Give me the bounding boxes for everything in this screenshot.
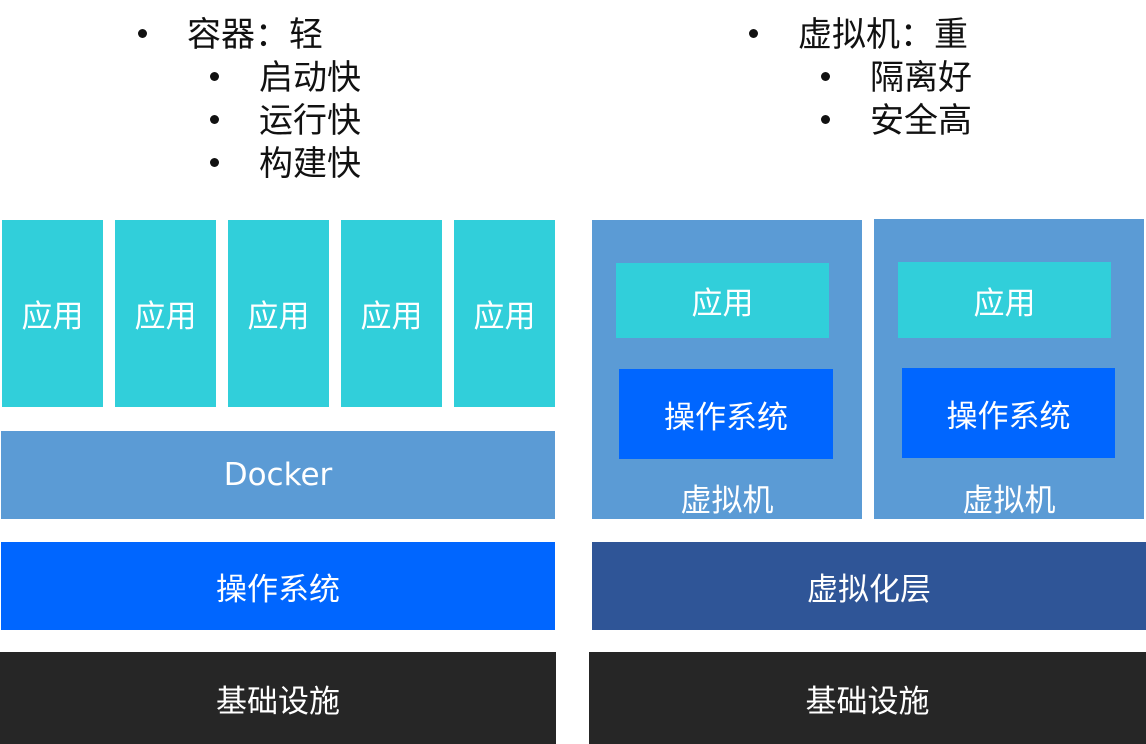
vm-note-text: 隔离好 — [870, 58, 972, 98]
virtual-machine-box: 应用 操作系统 虚拟机 — [874, 219, 1144, 519]
bullet-icon — [821, 72, 830, 81]
container-note-item: 启动快 — [210, 57, 361, 99]
hypervisor-layer: 虚拟化层 — [592, 542, 1146, 630]
bullet-icon — [138, 29, 147, 38]
bullet-icon — [210, 158, 219, 167]
guest-os-label: 操作系统 — [946, 398, 1071, 435]
docker-engine-layer: Docker — [1, 431, 555, 519]
container-heading: 容器：轻 — [138, 14, 323, 56]
container-app-box: 应用 — [341, 220, 442, 407]
app-label: 应用 — [134, 299, 197, 335]
vm-app-label: 应用 — [973, 285, 1036, 322]
virtual-machine-box: 应用 操作系统 虚拟机 — [592, 220, 862, 519]
container-app-box: 应用 — [2, 220, 103, 407]
infrastructure-label: 基础设施 — [216, 683, 340, 720]
container-heading-text: 容器：轻 — [187, 15, 323, 55]
infrastructure-label: 基础设施 — [805, 683, 930, 720]
container-note-text: 启动快 — [259, 58, 361, 98]
bullet-icon — [821, 115, 830, 124]
vm-app-box: 应用 — [898, 262, 1111, 338]
host-os-label: 操作系统 — [216, 571, 340, 608]
container-note-text: 构建快 — [259, 144, 361, 184]
bullet-icon — [749, 29, 758, 38]
hypervisor-label: 虚拟化层 — [807, 571, 931, 608]
vm-note-text: 安全高 — [870, 101, 972, 141]
vm-label: 虚拟机 — [962, 483, 1056, 519]
host-os-layer: 操作系统 — [1, 542, 555, 630]
vm-note-item: 安全高 — [821, 100, 972, 142]
app-label: 应用 — [360, 299, 423, 335]
container-app-box: 应用 — [115, 220, 216, 407]
container-app-box: 应用 — [454, 220, 555, 407]
bullet-icon — [210, 72, 219, 81]
container-note-item: 运行快 — [210, 100, 361, 142]
container-app-box: 应用 — [228, 220, 329, 407]
docker-label: Docker — [223, 457, 333, 493]
guest-os-box: 操作系统 — [902, 368, 1115, 458]
vm-app-box: 应用 — [616, 263, 829, 338]
vm-note-item: 隔离好 — [821, 57, 972, 99]
bullet-icon — [210, 115, 219, 124]
app-label: 应用 — [473, 299, 536, 335]
guest-os-box: 操作系统 — [619, 369, 833, 459]
vm-app-label: 应用 — [691, 286, 754, 322]
vm-heading: 虚拟机：重 — [749, 14, 968, 56]
vm-label: 虚拟机 — [680, 483, 774, 519]
vm-infrastructure-layer: 基础设施 — [589, 652, 1146, 744]
guest-os-label: 操作系统 — [664, 399, 788, 436]
container-note-item: 构建快 — [210, 143, 361, 185]
app-label: 应用 — [21, 299, 84, 335]
vm-heading-text: 虚拟机：重 — [798, 15, 968, 55]
app-label: 应用 — [247, 299, 310, 335]
container-note-text: 运行快 — [259, 101, 361, 141]
container-infrastructure-layer: 基础设施 — [0, 652, 556, 744]
